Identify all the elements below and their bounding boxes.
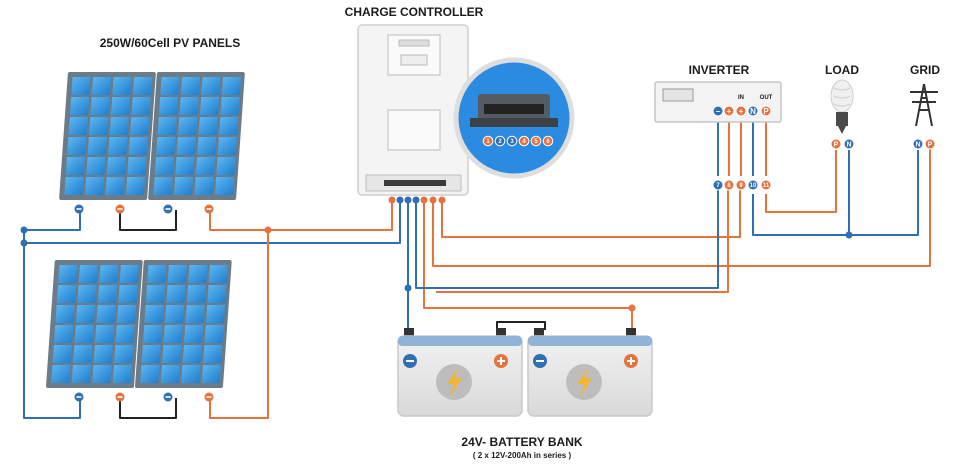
svg-text:P: P xyxy=(763,107,769,116)
pv-panel-terminals xyxy=(74,204,125,214)
terminal: 8 xyxy=(723,179,735,191)
panels-title: 250W/60Cell PV PANELS xyxy=(100,36,241,50)
svg-text:11: 11 xyxy=(763,183,770,189)
terminal: N xyxy=(747,105,759,117)
battery-inverter-negative xyxy=(415,185,719,289)
svg-text:4: 4 xyxy=(522,139,526,145)
terminal: P xyxy=(760,105,772,117)
pv-panels xyxy=(46,72,245,402)
terminal: N xyxy=(912,138,924,150)
battery-icon xyxy=(527,328,653,417)
svg-text:N: N xyxy=(846,142,851,149)
battery-bank xyxy=(397,328,653,417)
terminal: 5 xyxy=(530,135,542,147)
svg-text:10: 10 xyxy=(750,183,757,189)
svg-text:6: 6 xyxy=(546,139,550,145)
svg-text:N: N xyxy=(750,107,756,116)
svg-text:2: 2 xyxy=(498,139,502,145)
grid-title: GRID xyxy=(910,63,940,77)
terminal: 9 xyxy=(735,179,747,191)
terminal: − xyxy=(712,105,724,117)
svg-text:P: P xyxy=(834,142,839,149)
svg-text:N: N xyxy=(915,142,920,149)
svg-text:P: P xyxy=(928,142,933,149)
battery-title: 24V- BATTERY BANK xyxy=(461,435,582,449)
wires xyxy=(23,116,931,419)
terminal: P xyxy=(924,138,936,150)
junction-dots xyxy=(20,226,853,292)
svg-text:9: 9 xyxy=(739,183,743,189)
svg-text:−: − xyxy=(716,107,721,116)
pv-panel-terminals xyxy=(74,392,125,402)
terminal: P xyxy=(830,138,842,150)
battery-series-link xyxy=(496,321,546,330)
svg-text:3: 3 xyxy=(510,139,514,145)
pv-panel-terminals xyxy=(163,392,214,402)
pv-panel-icon xyxy=(46,260,143,388)
inverter-load-p xyxy=(765,150,837,213)
pv-panel-terminals xyxy=(163,204,214,214)
inverter-out-label: OUT xyxy=(760,95,773,101)
pv-panel-icon xyxy=(148,72,245,200)
svg-text:1: 1 xyxy=(486,139,490,145)
controller-title: CHARGE CONTROLLER xyxy=(345,5,484,19)
charge-controller xyxy=(357,24,469,204)
controller-battery-positive xyxy=(423,200,633,330)
terminal: 1 xyxy=(482,135,494,147)
pv-positive-to-controller xyxy=(268,200,393,231)
terminal: + xyxy=(735,105,747,117)
svg-text:8: 8 xyxy=(727,183,731,189)
controller-grid-p xyxy=(432,148,931,267)
terminal: 7 xyxy=(712,179,724,191)
terminal: N xyxy=(843,138,855,150)
battery-subtitle: ( 2 x 12V-200Ah in series ) xyxy=(473,451,572,460)
controller-zoom-detail: 1 2 3 4 5 6 xyxy=(453,57,575,179)
inverter-grid-n xyxy=(752,150,919,236)
pv-panel-icon xyxy=(135,260,232,388)
pv-negative-to-controller xyxy=(24,200,401,244)
pv-series-link-bottom xyxy=(119,398,177,419)
svg-text:7: 7 xyxy=(716,183,720,189)
terminal: 2 xyxy=(494,135,506,147)
pv-series-link-top xyxy=(119,210,177,231)
terminal: 6 xyxy=(542,135,554,147)
inverter-in-label: IN xyxy=(738,95,744,101)
svg-text:5: 5 xyxy=(534,139,538,145)
battery-inverter-positive xyxy=(436,185,729,293)
terminal: 4 xyxy=(518,135,530,147)
terminal: 3 xyxy=(506,135,518,147)
pv-panel-icon xyxy=(59,72,156,200)
svg-text:+: + xyxy=(727,107,732,116)
pv-positive-bus xyxy=(209,210,269,419)
terminal: 11 xyxy=(760,179,772,191)
terminal: + xyxy=(723,105,735,117)
controller-inverter-dc xyxy=(441,185,741,238)
svg-text:+: + xyxy=(739,107,744,116)
inverter-title: INVERTER xyxy=(689,63,750,77)
pv-negative-bus xyxy=(23,210,81,419)
load-title: LOAD xyxy=(825,63,859,77)
battery-icon xyxy=(397,328,523,417)
terminal: 10 xyxy=(747,179,759,191)
